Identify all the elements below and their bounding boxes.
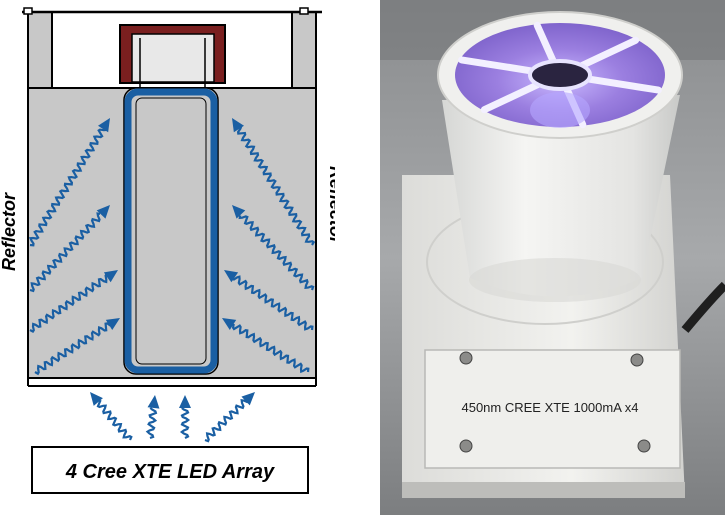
top-frame xyxy=(27,11,317,89)
light-wave xyxy=(204,398,249,443)
arrow-head xyxy=(96,205,110,219)
photoreactor-schematic: Reflector Reflector 4 Cree XTE LED Array xyxy=(0,7,335,494)
plate-screw xyxy=(630,353,644,367)
plate-screw xyxy=(459,439,473,453)
arrow-head xyxy=(147,395,160,409)
light-wave xyxy=(34,322,112,376)
power-cable xyxy=(681,281,725,333)
label-plate: 450nm CREE XTE 1000mA x4 xyxy=(424,349,681,469)
light-wave xyxy=(29,273,108,334)
arrow-head xyxy=(222,318,237,330)
plate-text: 450nm CREE XTE 1000mA x4 xyxy=(461,400,638,415)
arrow-head xyxy=(232,205,246,219)
plate-screw xyxy=(459,351,473,365)
arrow-head xyxy=(105,318,120,331)
arrow-head xyxy=(241,392,255,406)
light-wave xyxy=(238,215,315,291)
right-reflector-label: Reflector xyxy=(326,166,335,245)
light-wave xyxy=(231,323,310,374)
holder-spoke xyxy=(480,81,542,114)
left-reflector-label: Reflector xyxy=(0,192,19,271)
arrow-head xyxy=(232,118,245,133)
arrow-head xyxy=(103,270,118,283)
reactor-photo: 450nm CREE XTE 1000mA x4 xyxy=(380,0,725,515)
light-wave xyxy=(145,407,158,440)
vial-opening xyxy=(528,59,592,91)
reactor-cylinder xyxy=(437,11,683,302)
holder-spoke xyxy=(533,21,557,65)
light-wave xyxy=(232,275,314,331)
holder-spoke xyxy=(578,36,640,69)
arrow-head xyxy=(224,270,239,283)
arrow-head xyxy=(179,395,191,408)
light-wave xyxy=(236,126,316,246)
vial-blue-wall xyxy=(124,88,218,374)
holder-spoke xyxy=(585,75,662,94)
led-array-box xyxy=(31,446,309,494)
tube-cap xyxy=(119,24,226,90)
light-waves xyxy=(28,118,316,443)
light-wave xyxy=(179,407,191,439)
plate-screw xyxy=(637,439,651,453)
arrow-head xyxy=(90,392,103,406)
holder-spoke xyxy=(458,56,535,75)
light-wave xyxy=(28,128,107,247)
led-array-label: 4 Cree XTE LED Array xyxy=(65,461,275,483)
light-wave xyxy=(29,212,101,293)
light-wave xyxy=(96,399,133,441)
arrow-head xyxy=(97,118,110,133)
